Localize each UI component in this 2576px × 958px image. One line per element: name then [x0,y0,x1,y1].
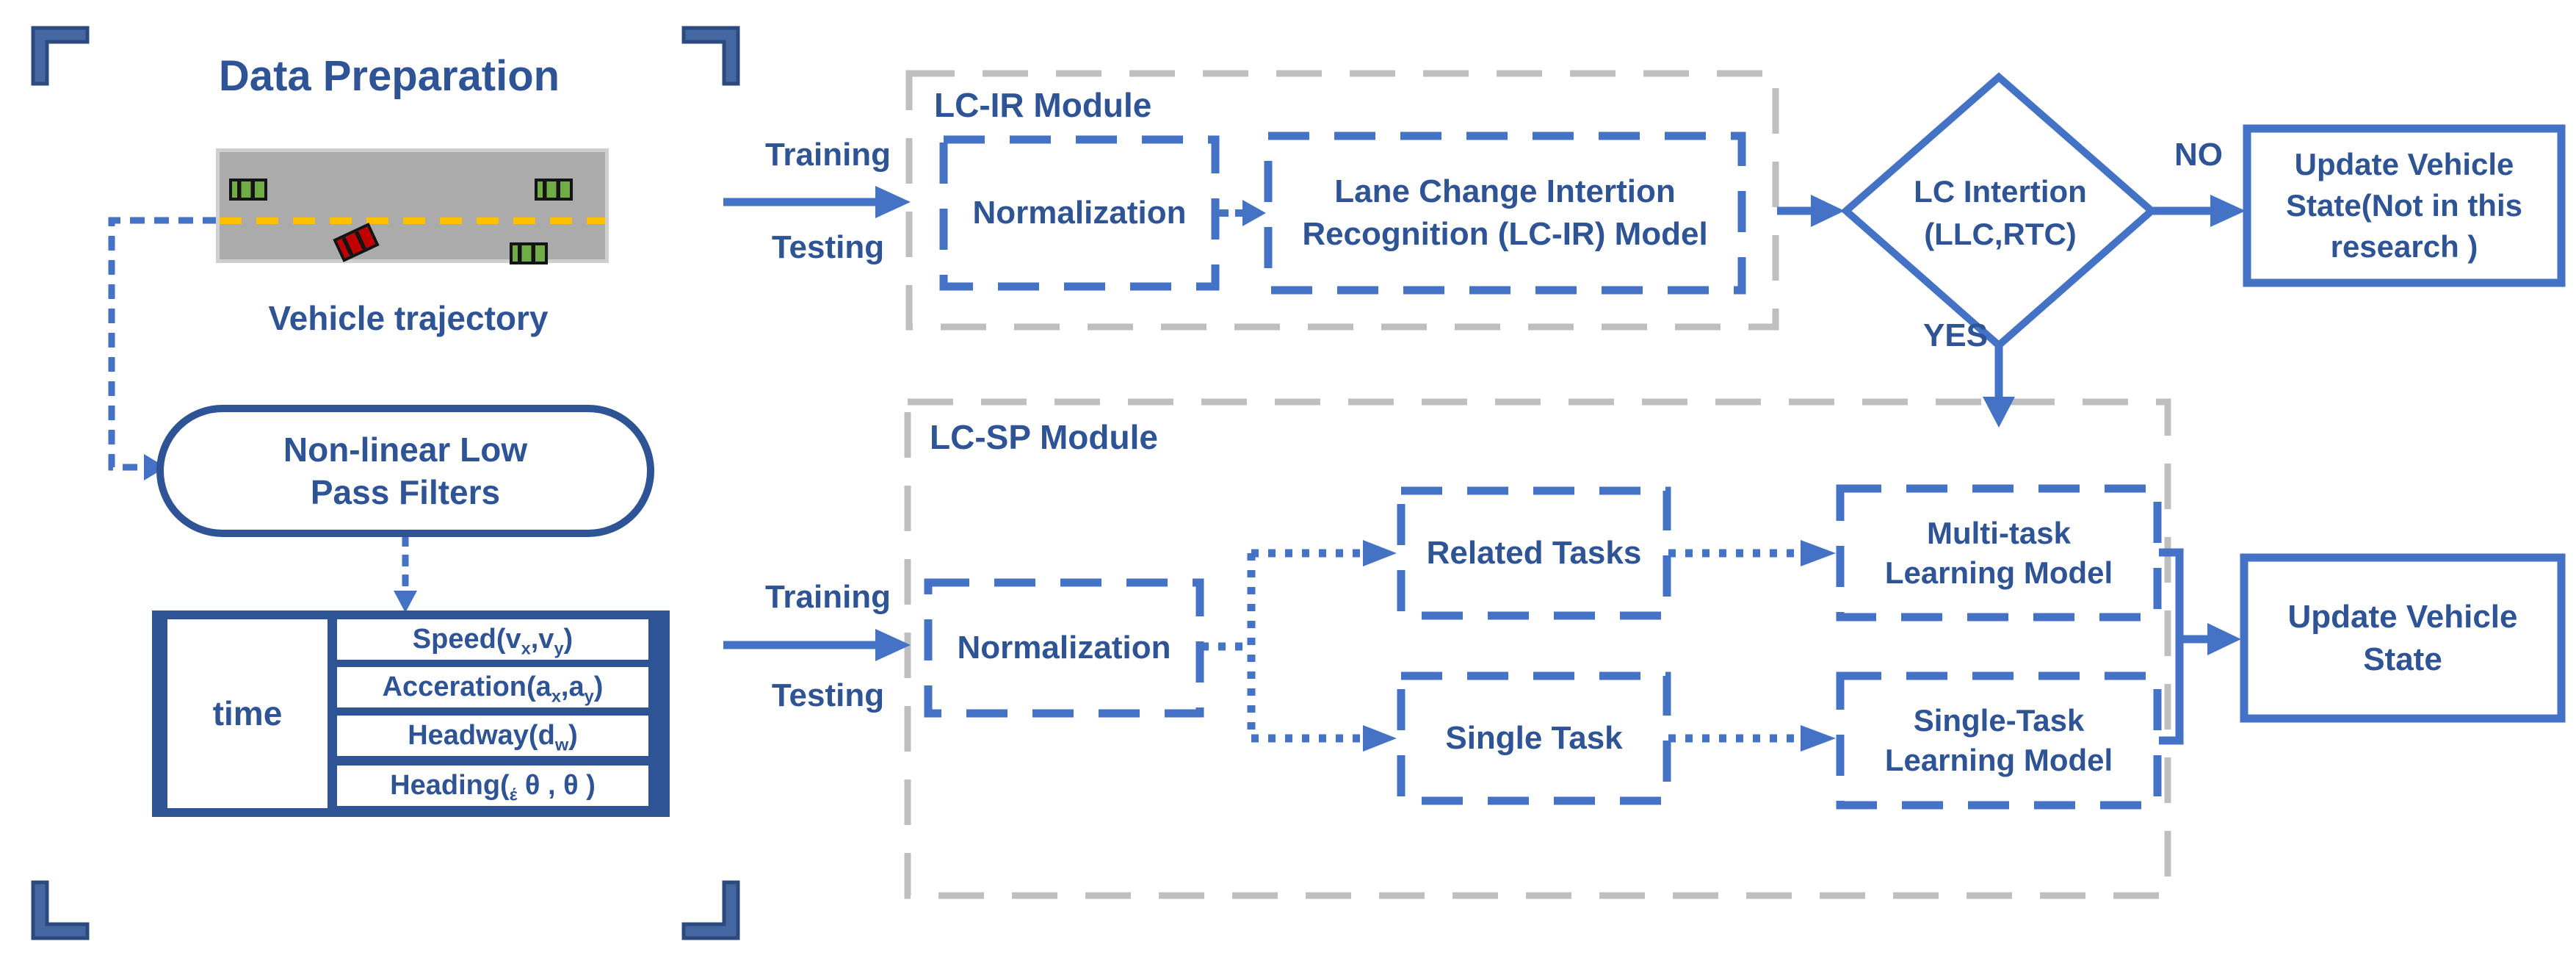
decision-diamond-label: LC Intertion (LLC,RTC) [1883,162,2118,264]
corner-bracket-top-right-icon [681,26,740,86]
single-task-label: Single Task [1445,720,1623,756]
lcir-module-label: LC-IR Module [934,86,1152,124]
feature-row-speed: Speed(vx,vy) [412,624,574,658]
page-title: Data Preparation [218,52,560,100]
time-cell-label: time [212,694,283,732]
training-label-2: Training [764,579,891,615]
training-label-1: Training [764,137,891,173]
connector-filter-to-table [394,535,417,613]
connector-road-to-filter [108,217,217,480]
decision-diamond-shape [1840,72,2157,350]
lcir-model-box-shape [1264,132,1746,295]
connector-input-to-lcsp [723,629,911,661]
connector-normalization-to-model [1219,200,1266,226]
arrowhead-into-table [394,591,417,613]
single-task-box-shape [1397,671,1671,805]
testing-label-2: Testing [771,677,885,713]
update-vehicle-state-box: Update Vehicle State [2244,558,2561,718]
time-cell-shape [167,619,328,808]
feature-table-shape [152,611,670,817]
normalization-box-2: Normalization [928,583,1200,713]
update-box-shape [2240,553,2566,723]
filter-line-2: Pass Filters [310,473,501,511]
connector-tasks-to-models [1668,549,1801,743]
lcir-model-line-1: Lane Change Intertion [1334,173,1676,209]
multi-task-model-box-shape [1836,484,2162,622]
multi-task-line-1: Multi-task [1926,515,2071,550]
lcir-module-border [905,70,1779,331]
single-task-model-box: Single-Task Learning Model [1840,676,2157,805]
feature-row-heading: Heading(έ θ , θ ) [390,770,596,804]
corner-bracket-top-left-icon [31,26,90,86]
arrowhead-into-filter [144,454,166,480]
single-task-model-line-1: Single-Task [1913,703,2085,738]
single-task-box: Single Task [1401,676,1667,801]
lowpass-filter-label: Non-linear Low Pass Filters [160,408,651,533]
related-tasks-box-shape [1397,486,1671,620]
arrowhead-into-multitask-model [1801,540,1836,566]
no-branch-line-3: research ) [2330,229,2478,264]
car-red-ego [333,223,380,262]
yes-label: YES [1922,317,1989,353]
lane-marking [220,217,605,224]
road-image [216,148,609,264]
car-green-2 [535,179,573,201]
frame-corner-brackets [31,26,740,940]
connector-lcir-to-decision [1777,195,1845,227]
no-branch-line-1: Update Vehicle [2294,147,2514,181]
decision-line-1: LC Intertion [1914,174,2087,209]
feature-row-headway: Headway(dw) [408,720,578,754]
feature-row-acceleration: Acceration(ax,ay) [382,671,604,706]
no-branch-line-2: State(Not in this [2286,188,2522,223]
related-tasks-label: Related Tasks [1426,535,1642,571]
arrowhead-into-singletask-model [1801,725,1836,752]
normalization-box-1-shape [939,135,1220,291]
corner-bracket-bottom-right-icon [681,880,740,940]
normalization-label-2: Normalization [957,630,1171,666]
lcsp-module-label: LC-SP Module [930,418,1158,456]
related-tasks-box: Related Tasks [1401,491,1667,616]
lowpass-filter-shape [156,405,654,537]
update-box-line-1: Update Vehicle [2287,598,2518,635]
update-box-line-2: State [2363,641,2442,677]
connector-normalization-branch [1201,549,1363,743]
road-caption: Vehicle trajectory [268,299,549,337]
single-task-model-box-shape [1836,671,2162,810]
arrowhead-into-single-task [1363,725,1397,752]
lcir-model-box: Lane Change Intertion Recognition (LC-IR… [1268,136,1742,290]
filter-line-1: Non-linear Low [283,431,528,469]
no-branch-box: Update Vehicle State(Not in this researc… [2247,129,2561,283]
multi-task-model-box: Multi-task Learning Model [1840,489,2157,617]
connector-no-branch [2153,195,2246,227]
car-green-3 [510,242,548,264]
no-branch-box-shape [2243,124,2566,287]
normalization-box-2-shape [924,578,1204,718]
connector-input-to-lcir [723,186,911,218]
lcsp-module-border [904,398,2171,899]
single-task-model-line-2: Learning Model [1884,743,2113,777]
normalization-box-1: Normalization [944,140,1215,287]
testing-label-1: Testing [771,229,885,265]
connector-models-to-update [2159,548,2241,745]
multi-task-line-2: Learning Model [1884,555,2113,590]
no-label: NO [2174,137,2223,173]
normalization-label-1: Normalization [972,195,1187,231]
connector-yes-branch [1983,347,2015,428]
arrowhead-into-related-tasks [1363,540,1397,566]
lcir-model-line-2: Recognition (LC-IR) Model [1302,216,1708,252]
corner-bracket-bottom-left-icon [31,880,90,940]
decision-line-2: (LLC,RTC) [1924,217,2077,251]
car-green-1 [229,179,267,201]
